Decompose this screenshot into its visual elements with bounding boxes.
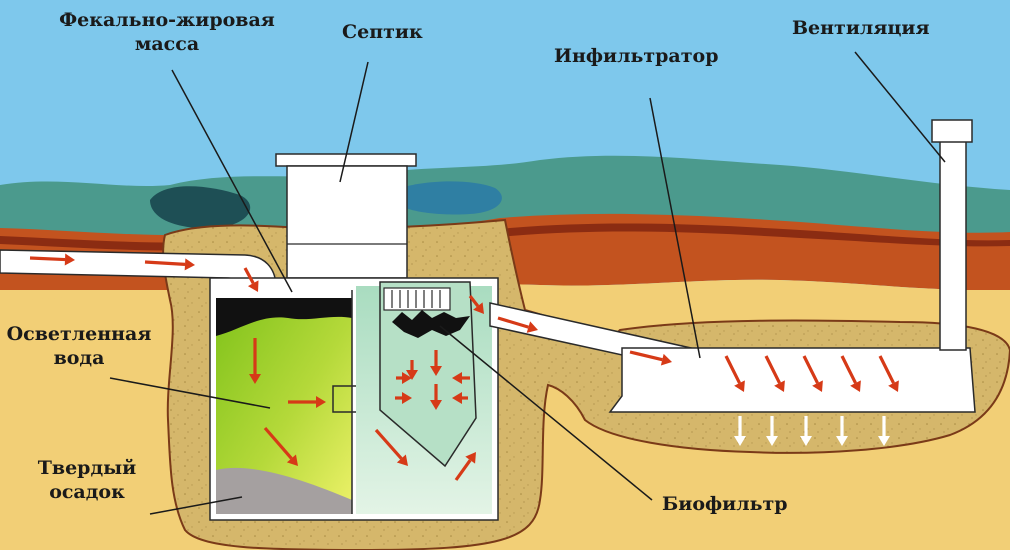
arrow-right-icon xyxy=(396,372,412,384)
arrow-right-icon xyxy=(878,355,899,392)
label-fat-mass: Фекально-жировая масса xyxy=(59,9,275,55)
arrow-right-icon xyxy=(802,355,823,392)
arrow-down-icon xyxy=(878,416,890,446)
leader-lines xyxy=(109,51,946,515)
bio-media xyxy=(392,310,470,338)
arrow-right-icon xyxy=(395,392,412,404)
arrow-right-icon xyxy=(840,355,861,392)
arrow-right-icon xyxy=(288,396,326,408)
arrow-down-icon xyxy=(836,416,848,446)
arrow-right-icon xyxy=(430,350,442,376)
hill-shadow xyxy=(150,186,251,229)
arrow-right-icon xyxy=(454,452,476,481)
arrow-right-icon xyxy=(629,350,672,366)
arrow-right-icon xyxy=(144,258,195,271)
label-biofilter: Биофильтр xyxy=(662,493,788,515)
arrow-down-icon xyxy=(766,416,778,446)
arrow-right-icon xyxy=(724,355,745,392)
arrow-right-icon xyxy=(430,384,442,410)
arrow-right-icon xyxy=(497,316,538,333)
arrow-right-icon xyxy=(249,338,261,384)
label-clarified-water: Осветленная вода xyxy=(6,323,152,369)
arrow-right-icon xyxy=(243,267,259,292)
label-solid-sediment: Твердый осадок xyxy=(37,457,137,503)
vent-cap xyxy=(931,119,973,143)
fat-layer xyxy=(216,298,352,336)
arrow-right-icon xyxy=(452,372,470,384)
label-septic: Септик xyxy=(342,21,423,43)
flow-arrows xyxy=(29,253,899,481)
septic-riser xyxy=(286,165,408,279)
pond xyxy=(395,181,502,215)
arrow-down-icon xyxy=(734,416,746,446)
arrow-right-icon xyxy=(468,295,484,314)
vent-pipe xyxy=(939,139,967,351)
arrow-right-icon xyxy=(406,360,418,380)
label-infiltrator: Инфильтратор xyxy=(554,45,719,67)
arrow-right-icon xyxy=(452,392,468,404)
arrow-right-icon xyxy=(29,253,75,266)
label-ventilation: Вентиляция xyxy=(792,17,930,39)
arrow-right-icon xyxy=(374,428,408,466)
arrow-down-icon xyxy=(800,416,812,446)
arrow-right-icon xyxy=(764,355,785,392)
arrow-right-icon xyxy=(263,426,298,466)
sediment xyxy=(216,467,352,514)
